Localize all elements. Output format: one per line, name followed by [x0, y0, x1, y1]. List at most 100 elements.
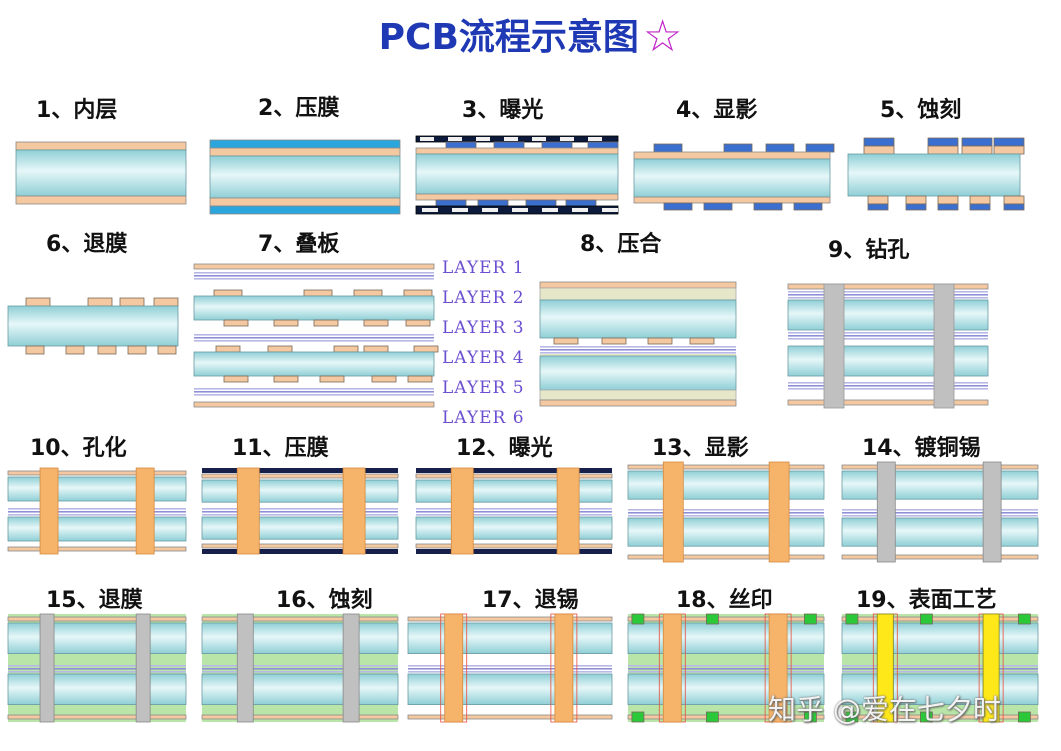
layer-shape — [15, 141, 187, 151]
mask-gap — [532, 137, 546, 141]
#7a6a5a — [927, 145, 959, 155]
core-layer — [627, 622, 825, 655]
layer-shape — [540, 354, 736, 356]
pad — [153, 297, 179, 307]
film — [202, 549, 398, 554]
core-layer — [201, 673, 399, 706]
layer-shape — [201, 473, 399, 479]
drill-hole — [933, 283, 955, 409]
core-layer — [15, 149, 187, 197]
prepreg-line — [194, 334, 434, 336]
prepreg-line — [8, 508, 186, 510]
prepreg-line — [416, 511, 612, 513]
mask-gap — [572, 208, 588, 212]
step-label-10: 10、孔化 — [30, 436, 127, 461]
diagram-step-9 — [787, 283, 989, 409]
step-label-4: 4、显影 — [676, 98, 758, 123]
pad — [601, 337, 627, 345]
core-layer — [7, 476, 187, 502]
resist-pad — [541, 141, 573, 149]
step-label-13: 13、显影 — [652, 436, 749, 461]
pad — [353, 289, 383, 297]
resist-pad — [587, 141, 619, 149]
core-layer — [7, 673, 187, 706]
pad — [969, 195, 991, 205]
plated-hole — [342, 467, 366, 555]
mask-gap — [452, 208, 468, 212]
core-layer — [193, 351, 435, 377]
diagram-step-6 — [7, 297, 179, 355]
resist-pad — [493, 141, 525, 149]
prepreg-line — [194, 388, 434, 390]
core-layer — [201, 516, 399, 540]
step-label-6: 6、退膜 — [46, 232, 128, 257]
core-layer — [7, 516, 187, 542]
plated-hole — [39, 613, 55, 723]
layer-shape — [201, 714, 399, 720]
resist-pad — [703, 202, 733, 211]
silkscreen — [845, 711, 859, 723]
resist-pad — [805, 143, 835, 153]
layer-label-6: LAYER 6 — [442, 408, 525, 428]
prepreg-line — [202, 665, 398, 667]
core-layer — [627, 517, 825, 547]
prepreg-line — [788, 338, 988, 340]
resist-pad — [927, 137, 959, 147]
layer-shape — [201, 543, 399, 549]
layer-shape — [841, 714, 1039, 720]
pad — [647, 337, 673, 345]
step-label-14: 14、镀铜锡 — [862, 436, 981, 461]
resist-pad — [863, 137, 895, 147]
prepreg-line — [194, 391, 434, 393]
prepreg-line — [202, 508, 398, 510]
prepreg-line — [194, 394, 434, 396]
pad — [937, 195, 959, 205]
layer-shape — [7, 714, 187, 720]
silkscreen — [1017, 711, 1031, 723]
film — [416, 549, 612, 554]
mask-gap — [512, 208, 528, 212]
prepreg-line — [194, 337, 434, 339]
silkscreen — [920, 613, 933, 625]
resist-pad — [723, 143, 753, 153]
pad — [213, 289, 243, 297]
prepreg-line — [202, 511, 398, 513]
pad — [363, 345, 389, 353]
resist-pad — [525, 199, 557, 207]
pad — [267, 345, 293, 353]
mask-gap — [588, 137, 602, 141]
pad — [157, 345, 177, 355]
resist-pad — [969, 203, 991, 211]
prepreg-line — [788, 291, 988, 293]
layer-shape — [841, 554, 1039, 560]
pad — [25, 345, 45, 355]
pad — [905, 195, 927, 205]
star-icon: ☆ — [642, 11, 683, 62]
core-layer — [7, 622, 187, 655]
prepreg-line — [194, 272, 434, 274]
resist-pad — [435, 199, 467, 207]
#7a6a5a — [863, 145, 895, 155]
plated-hole — [768, 461, 790, 563]
layer-shape — [209, 197, 401, 207]
core-layer — [627, 470, 825, 500]
diagram-step-13 — [627, 461, 825, 563]
silkscreen — [706, 613, 719, 625]
layer-shape — [407, 714, 613, 720]
plated-hole — [342, 613, 360, 723]
prepreg-line — [788, 388, 988, 390]
layer-shape — [209, 147, 401, 157]
resist-pad — [765, 143, 795, 153]
layer-shape — [627, 616, 825, 622]
pad — [553, 337, 579, 345]
layer-shape — [539, 287, 737, 301]
mask-gap — [420, 137, 434, 141]
plated-hole — [39, 467, 59, 555]
step-label-9: 9、钻孔 — [828, 238, 910, 263]
prepreg-line — [788, 332, 988, 334]
resist-pad — [905, 203, 927, 211]
prepreg-line — [628, 515, 824, 517]
layer-shape — [539, 389, 737, 401]
prepreg-line — [628, 668, 824, 670]
core-layer — [193, 295, 435, 321]
